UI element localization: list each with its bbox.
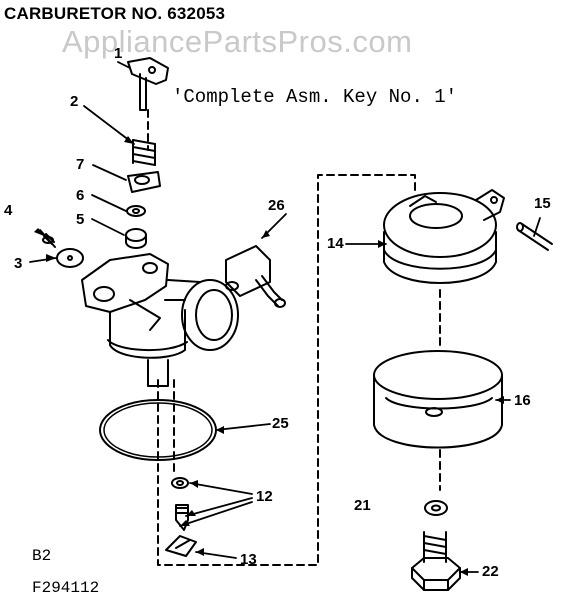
- part-label-7: 7: [76, 156, 85, 173]
- part-label-2: 2: [70, 93, 79, 110]
- part-label-1: 1: [114, 45, 123, 62]
- watermark-text: AppliancePartsPros.com: [62, 24, 413, 59]
- part-label-26: 26: [268, 197, 285, 214]
- part-label-22: 22: [482, 563, 499, 580]
- screw-part-4: [39, 229, 56, 248]
- part-label-25: 25: [272, 415, 289, 432]
- part-label-21: 21: [354, 497, 371, 514]
- part-label-15: 15: [534, 195, 551, 212]
- part-label-3: 3: [14, 255, 23, 272]
- dashed-assembly-lines: [147, 109, 441, 566]
- bowl-nut-part-22: [411, 531, 461, 591]
- float-part-14: [383, 189, 505, 284]
- float-bowl-part-16: [373, 350, 503, 449]
- part-label-16: 16: [514, 392, 531, 409]
- throttle-lever-part-1: [127, 57, 169, 111]
- plate-part-3: [56, 248, 84, 268]
- fitting-part-26: [225, 245, 286, 308]
- carburetor-body: [81, 253, 239, 387]
- part-label-6: 6: [76, 187, 85, 204]
- lever-part-7: [127, 171, 161, 193]
- part-label-12: 12: [256, 488, 273, 505]
- part-label-5: 5: [76, 211, 85, 228]
- grid-reference: B2: [32, 547, 52, 565]
- pin-part-13: [165, 535, 197, 557]
- washer-part-6: [126, 205, 146, 217]
- part-label-13: 13: [240, 551, 257, 568]
- part-label-14: 14: [327, 235, 344, 252]
- arrowheads: [34, 136, 504, 576]
- complete-assembly-note: 'Complete Asm. Key No. 1': [172, 86, 458, 108]
- part-label-4: 4: [4, 202, 13, 219]
- figure-reference: F294112: [32, 579, 100, 597]
- spring-part-2: [132, 139, 156, 166]
- seal-part-5: [125, 228, 147, 249]
- leader-lines: [29, 61, 541, 573]
- page-title: CARBURETOR NO. 632053: [4, 4, 226, 23]
- washer-part-21: [424, 500, 448, 516]
- float-pin-part-15: [516, 222, 553, 251]
